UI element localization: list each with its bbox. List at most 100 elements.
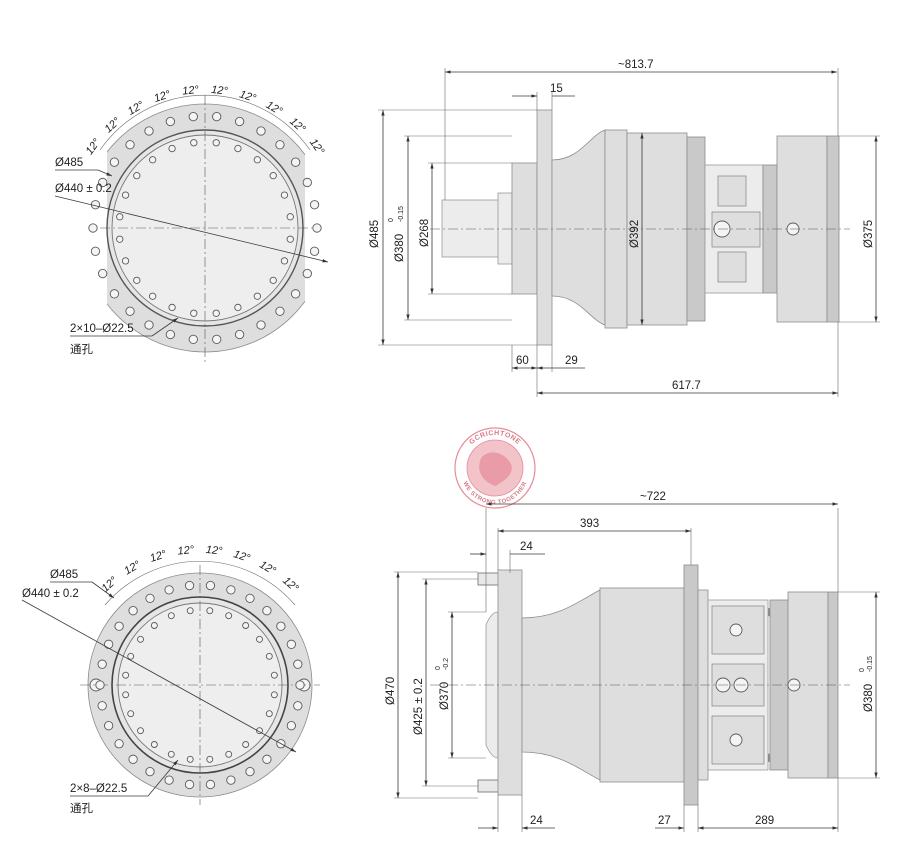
inner-bolt-hole <box>256 635 263 643</box>
angle-label: 12° <box>182 84 200 98</box>
outer-bolt-hole <box>286 721 297 731</box>
inner-bolt-hole <box>150 741 158 748</box>
outer-bolt-hole <box>286 639 297 649</box>
outer-bolt-hole <box>145 593 155 604</box>
outer-bolt-hole <box>109 289 120 299</box>
inner-bolt-hole <box>242 741 250 748</box>
top-front-holes-note: 通孔 <box>70 343 93 356</box>
outer-bolt-hole <box>97 659 107 669</box>
inner-bolt-hole <box>212 139 220 147</box>
outer-bolt-hole <box>293 701 303 711</box>
motor-housing <box>776 135 828 323</box>
angle-label: 12° <box>257 559 278 578</box>
inner-bolt-hole <box>133 171 141 180</box>
outer-bolt-hole <box>95 680 105 690</box>
top-side-flange-thickness: 15 <box>550 83 563 95</box>
inner-bolt-hole <box>270 691 278 699</box>
inner-bolt-hole <box>286 213 294 221</box>
outer-bolt-hole <box>226 775 236 785</box>
inner-bolt-hole <box>121 191 130 199</box>
bottom-front-dia-pcd: Ø440 ± 0.2 <box>22 588 79 600</box>
outer-bolt-hole <box>188 111 198 122</box>
outer-bolt-hole <box>262 606 272 616</box>
front-flange <box>497 569 523 796</box>
outer-bolt-hole <box>144 320 154 330</box>
outer-bolt-hole <box>275 306 285 316</box>
inner-bolt-hole <box>280 191 289 199</box>
leader-holes-b-arrow <box>147 759 179 797</box>
bottom-side-dim-27: 27 <box>658 815 671 827</box>
top-front-holes-label: 2×10–Ø22.5 <box>70 323 134 335</box>
angle-label: 12° <box>84 136 104 157</box>
outer-bolt-hole <box>114 621 124 631</box>
leader-440-b <box>21 599 297 753</box>
angle-label: 12° <box>177 544 195 558</box>
top-front-dia-pcd: Ø440 ± 0.2 <box>55 183 112 195</box>
inner-bolt-hole <box>122 671 130 679</box>
outer-bolt-hole <box>293 659 303 669</box>
outer-bolt-hole <box>276 621 286 631</box>
bottom-side-dia-425: Ø425 ± 0.2 <box>413 678 425 735</box>
angle-label: 12° <box>287 115 308 135</box>
outer-bolt-hole <box>302 268 312 279</box>
outer-bolt-hole <box>309 246 320 256</box>
inner-bolt-hole <box>253 292 262 300</box>
outer-bolt-hole <box>114 739 124 749</box>
outer-bolt-hole <box>234 116 245 127</box>
leader-485-b-arrow <box>91 581 115 599</box>
angle-label: 12° <box>153 88 173 105</box>
valve-port-top <box>717 175 747 207</box>
inner-bolt-hole <box>137 727 144 735</box>
outer-bolt-hole <box>128 754 138 764</box>
outer-bolt-hole <box>256 126 266 136</box>
hub <box>511 162 538 295</box>
outer-bolt-hole <box>103 639 114 649</box>
inner-bolt-hole <box>127 710 135 718</box>
outer-bolt-hole <box>312 223 322 233</box>
top-side-pilot-tol-upper: 0 <box>388 218 395 222</box>
top-side-pilot-tol-lower: -0.15 <box>398 206 405 222</box>
angle-label: 12° <box>122 558 143 577</box>
inner-bolt-hole <box>242 622 250 629</box>
bottom-side-dim-24-bot: 24 <box>530 815 543 827</box>
top-side-overall: ~813.7 <box>618 59 654 71</box>
bottom-front-view: 12°12°12°12°12°12°12°12° Ø485 Ø440 ± 0.2… <box>21 544 320 815</box>
inner-bolt-hole <box>186 755 194 763</box>
bottom-front-holes-note: 通孔 <box>70 802 93 815</box>
outer-bolt-hole <box>164 585 174 595</box>
inner-bolt-hole <box>190 139 198 147</box>
bottom-side-dia-370: Ø370 <box>439 682 451 710</box>
inner-bolt-hole <box>133 276 141 285</box>
top-side-dim-b: 29 <box>565 355 578 367</box>
outer-bolt-hole <box>302 177 312 188</box>
bottom-side-370-tol-lower: -0.2 <box>443 658 450 670</box>
outer-bolt-hole <box>145 766 155 777</box>
top-side-dia-flange: Ø485 <box>369 220 381 248</box>
outer-bolt-hole <box>205 580 216 591</box>
angle-label: 12° <box>205 544 223 558</box>
outer-bolt-hole <box>245 593 255 604</box>
angle-arc-bottom <box>104 560 296 606</box>
outer-bolt-hole <box>205 779 216 790</box>
outer-bolt-hole <box>212 334 222 345</box>
inner-bolt-hole <box>225 750 233 758</box>
top-side-view: ~813.7 15 Ø485 Ø380 0 -0.15 Ø268 Ø392 Ø3… <box>369 59 880 397</box>
angle-label: 12° <box>149 548 169 565</box>
bottom-side-overall: ~722 <box>640 491 666 503</box>
angle-label: 12° <box>307 137 327 158</box>
outer-bolt-hole <box>290 289 301 299</box>
angle-arc <box>99 94 311 151</box>
inner-bolt-hole <box>122 691 130 699</box>
leader-holes-arrow <box>151 317 179 337</box>
outer-bolt-hole <box>98 268 108 279</box>
leader-440 <box>54 195 329 263</box>
outer-bolt-hole <box>98 177 108 188</box>
outer-bolt-hole <box>90 246 101 256</box>
bottom-side-dim-393: 393 <box>580 518 599 530</box>
bottom-side-380-tol-lower: -0.15 <box>867 656 874 672</box>
inner-bolt-hole <box>137 635 144 643</box>
inner-bolt-hole <box>270 671 278 679</box>
inner-bolt-hole <box>168 303 176 312</box>
top-side-dia-motor: Ø375 <box>863 220 875 248</box>
